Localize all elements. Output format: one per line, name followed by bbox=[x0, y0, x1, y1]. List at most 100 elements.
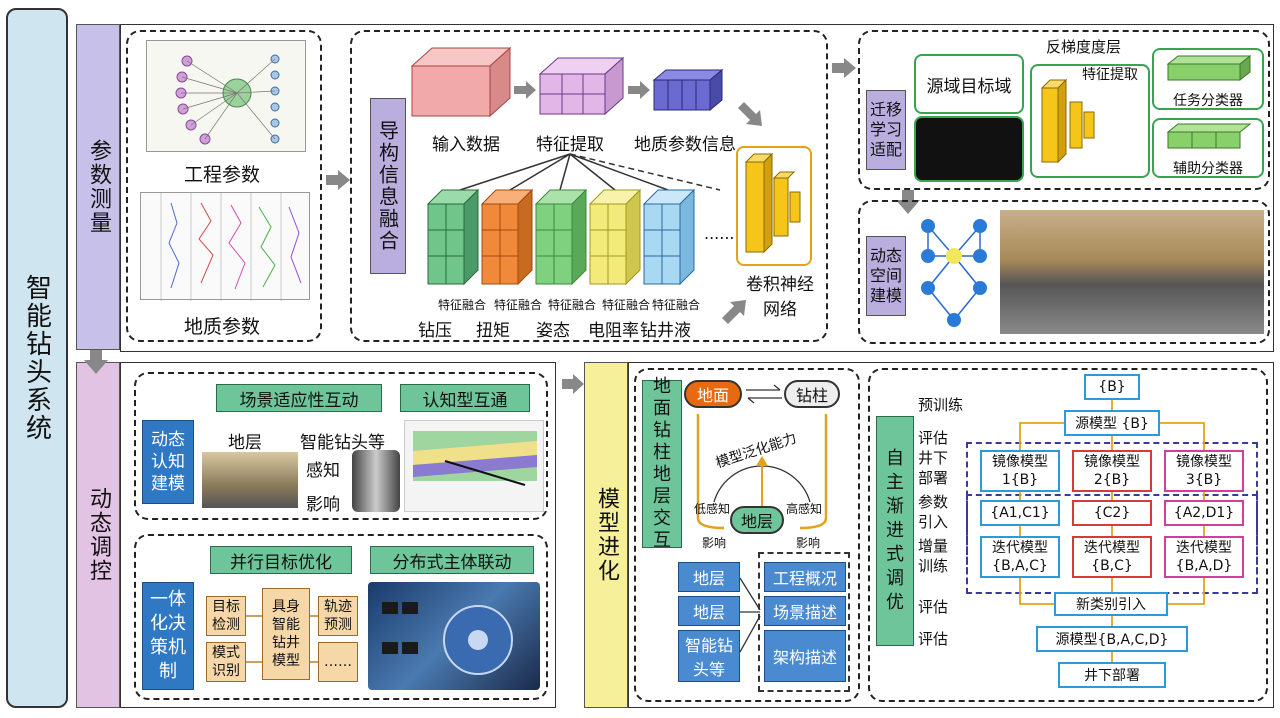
mirror-model-1: 镜像模型 1{B} bbox=[980, 450, 1060, 492]
source-model-2-box: 源模型{B,A,C,D} bbox=[1036, 626, 1188, 652]
aux-classifier-box: 辅助分类器 bbox=[1152, 118, 1264, 178]
source-model-box: 源模型 {B} bbox=[1064, 410, 1160, 436]
dist-tag: 分布式主体联动 bbox=[370, 546, 534, 574]
geology-log-image bbox=[140, 192, 310, 301]
affect-label: 影响 bbox=[306, 495, 340, 515]
task-classifier-box: 任务分类器 bbox=[1152, 48, 1264, 110]
dyn-model-box bbox=[858, 200, 1270, 344]
interaction-label: 地面钻柱地层交互 bbox=[642, 376, 682, 551]
param-in-label: 参数引入 bbox=[918, 493, 949, 531]
fuse-label-4: 特征融合 bbox=[602, 298, 651, 312]
formation-image bbox=[1000, 210, 1264, 334]
new-class-box: 新类别引入 bbox=[1054, 592, 1168, 616]
high-sense-label: 高感知 bbox=[786, 502, 823, 516]
affect-right-label: 影响 bbox=[796, 536, 821, 550]
param-frame bbox=[120, 24, 1274, 352]
feature-cubes bbox=[426, 188, 696, 286]
eval-deploy-label: 评估井下部署 bbox=[918, 429, 949, 487]
geo-info-label: 地质参数信息 bbox=[634, 135, 736, 155]
traj-pred-box: 轨迹预测 bbox=[318, 596, 358, 636]
fusion-label: 导构信息融合 bbox=[370, 98, 406, 274]
decision-box bbox=[134, 534, 548, 700]
dyn-model-label: 动态空间建模 bbox=[866, 236, 906, 316]
eng-label: 工程参数 bbox=[184, 164, 261, 186]
transfer-box bbox=[858, 30, 1270, 190]
band-param: 参数测量 bbox=[76, 24, 120, 350]
eval-label-2: 评估 bbox=[918, 630, 949, 648]
task-block-icon bbox=[1166, 54, 1252, 82]
string-pill: 钻柱 bbox=[784, 380, 840, 408]
domain-box: 源域目标域 bbox=[914, 54, 1024, 114]
sense-label: 感知 bbox=[306, 461, 340, 481]
stratum-label: 地层 bbox=[228, 433, 262, 453]
b-box: {B} bbox=[1084, 374, 1140, 400]
cnn-icon bbox=[744, 152, 801, 254]
param-set-1: {A1,C1} bbox=[980, 500, 1060, 526]
control-frame bbox=[120, 362, 556, 708]
interaction-box bbox=[634, 368, 860, 702]
fuse-label-1: 特征融合 bbox=[438, 298, 487, 312]
cnn-box bbox=[736, 146, 812, 266]
arrow-right-icon bbox=[326, 170, 350, 190]
engineering-chart-image bbox=[146, 40, 306, 152]
item-attitude: 姿态 bbox=[536, 321, 570, 341]
stratum-pill: 地层 bbox=[730, 506, 784, 534]
left-stratum-1: 地层 bbox=[678, 562, 740, 592]
arrow-up-right-icon bbox=[722, 300, 746, 324]
eng-overview-box: 工程概况 bbox=[764, 562, 846, 592]
arrow-down-icon-2 bbox=[84, 350, 108, 374]
arrow-right-icon-3 bbox=[562, 374, 584, 394]
affect-left-label: 影响 bbox=[702, 536, 727, 550]
iter-model-1: 迭代模型 {B,A,C} bbox=[980, 536, 1060, 578]
more-box: …… bbox=[318, 642, 358, 682]
item-wob: 钻压 bbox=[418, 321, 452, 341]
item-resistivity: 电阻率 bbox=[588, 321, 639, 341]
graph-network-icon bbox=[921, 219, 987, 327]
geo-label: 地质参数 bbox=[184, 316, 261, 338]
feedback-arc-icon bbox=[696, 414, 828, 530]
stratum-image bbox=[202, 452, 298, 508]
feat2-label: 特征提取 bbox=[1082, 67, 1138, 83]
cnn-label: 卷积神经网络 bbox=[746, 275, 814, 320]
scene-desc-box: 场景描述 bbox=[764, 596, 846, 626]
extractor-icon bbox=[1040, 78, 1095, 164]
aux-label: 辅助分类器 bbox=[1173, 161, 1243, 177]
arrow-down-icon bbox=[896, 190, 920, 214]
system-title: 智能钻头系统 bbox=[21, 274, 52, 442]
fanout-arrows bbox=[459, 153, 721, 191]
low-sense-label: 低感知 bbox=[694, 502, 731, 516]
drill-bit-image bbox=[352, 450, 400, 512]
left-smart-bit: 智能钻头等 bbox=[678, 630, 740, 682]
flow-connectors bbox=[1019, 400, 1205, 662]
swarm-image bbox=[368, 582, 540, 690]
seismic-icon bbox=[413, 431, 537, 486]
feature-extractor-box bbox=[1030, 64, 1150, 178]
aux-block-icon bbox=[1166, 123, 1252, 149]
grad-layer-label: 反梯度度层 bbox=[1046, 38, 1122, 56]
item-mud: 钻井液 bbox=[640, 321, 691, 341]
item-torque: 扭矩 bbox=[476, 321, 510, 341]
domain-image bbox=[914, 116, 1024, 182]
link-arrows-icon bbox=[740, 577, 761, 653]
dyn-cog-box: 动态认知建模 bbox=[142, 420, 194, 504]
auto-tune-box bbox=[868, 368, 1268, 702]
parallel-tag: 并行目标优化 bbox=[210, 546, 352, 574]
ground-pill: 地面 bbox=[684, 380, 742, 408]
fuse-label-3: 特征融合 bbox=[548, 298, 597, 312]
eval-label-1: 评估 bbox=[918, 598, 949, 616]
transfer-label: 迁移学习适配 bbox=[866, 90, 906, 170]
fuse-label-2: 特征融合 bbox=[494, 298, 543, 312]
cog-comm-tag: 认知型互通 bbox=[400, 384, 530, 412]
feat-label: 特征提取 bbox=[536, 135, 604, 155]
auto-tune-label: 自主渐进式调优 bbox=[876, 416, 914, 646]
smart-bit-label: 智能钻头等 bbox=[300, 433, 385, 453]
param-source-box bbox=[126, 30, 322, 342]
arch-desc-box: 架构描述 bbox=[764, 630, 846, 682]
mindmap-icon bbox=[175, 54, 280, 145]
iter-model-2: 迭代模型 {B,C} bbox=[1072, 536, 1152, 578]
cube-ellipsis: ...... bbox=[704, 224, 735, 243]
exchange-arrows-icon bbox=[746, 384, 782, 404]
arrow-down-right-icon bbox=[738, 102, 762, 126]
decision-mech-box: 一体化决策机制 bbox=[142, 582, 194, 690]
pretrain-label: 预训练 bbox=[918, 396, 964, 414]
